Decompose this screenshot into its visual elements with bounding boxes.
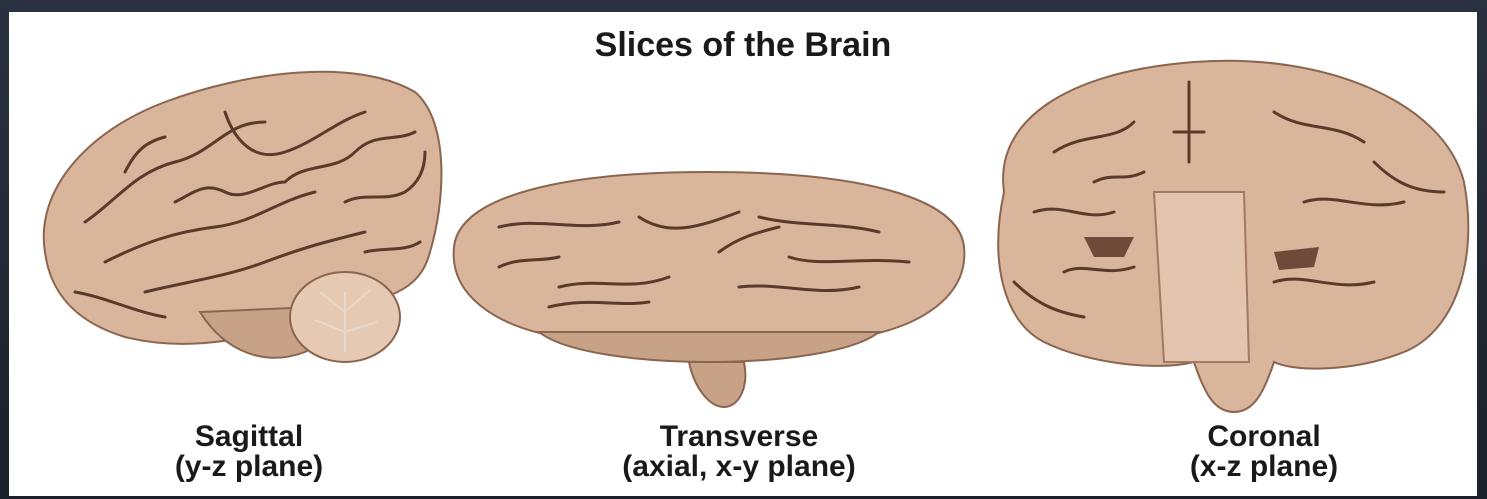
sagittal-brain-illustration	[25, 52, 445, 382]
transverse-plane-label: (axial, x-y plane)	[549, 452, 929, 482]
transverse-caption: Transverse (axial, x-y plane)	[549, 422, 929, 482]
coronal-plane-label: (x-z plane)	[1109, 452, 1419, 482]
coronal-label: Coronal	[1109, 422, 1419, 452]
coronal-brain-illustration	[974, 42, 1479, 427]
sagittal-plane-label: (y-z plane)	[99, 452, 399, 482]
transverse-brain-illustration	[439, 157, 979, 417]
coronal-caption: Coronal (x-z plane)	[1109, 422, 1419, 482]
diagram-panel: Slices of the Brain	[9, 12, 1477, 496]
transverse-label: Transverse	[549, 422, 929, 452]
sagittal-caption: Sagittal (y-z plane)	[99, 422, 399, 482]
sagittal-label: Sagittal	[99, 422, 399, 452]
